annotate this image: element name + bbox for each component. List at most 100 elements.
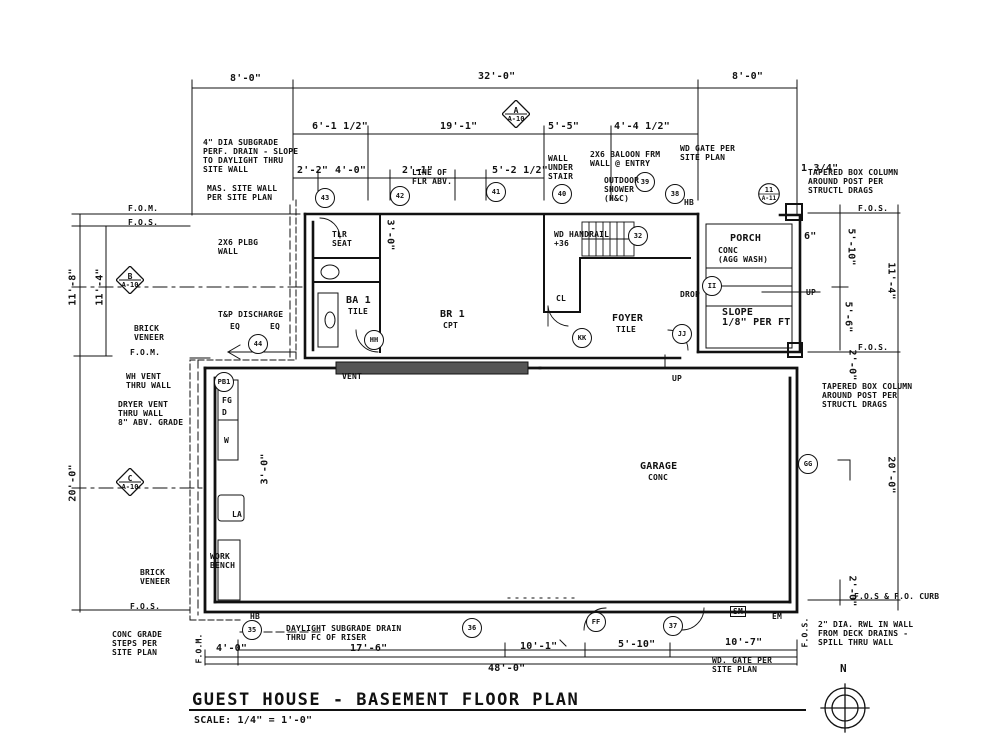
note-em: EM <box>772 612 783 621</box>
note-up-2: UP <box>672 374 683 383</box>
dim-right-6: 6" <box>804 231 817 242</box>
note-vent: VENT <box>342 372 363 381</box>
note-brick-veneer-bot: BRICK VENEER <box>140 568 171 586</box>
dim-left-20: 20'-0" <box>67 464 79 502</box>
note-fos-curb: F.O.S & F.O. CURB <box>854 592 940 601</box>
section-c-sheet: A-10 <box>121 483 139 491</box>
note-mas-wall: MAS. SITE WALL PER SITE PLAN <box>207 184 278 202</box>
dim-seg-g: 2'-1" <box>402 165 434 176</box>
section-b-sheet: A-10 <box>121 281 139 289</box>
dim-top-left: 8'-0" <box>230 73 262 84</box>
note-drop: DROP <box>680 290 701 299</box>
drawing-scale: SCALE: 1/4" = 1'-0" <box>194 715 313 726</box>
dim-seg-h: 5'-2 1/2" <box>492 165 548 176</box>
note-fom-bot: F.O.M. <box>194 633 204 664</box>
section-11-sheet: A-11 <box>761 195 777 202</box>
note-wh-vent: WH VENT THRU WALL <box>126 372 172 390</box>
tag-37: 37 <box>663 616 683 636</box>
column-top <box>785 203 803 221</box>
dim-bot-4-0: 4'-0" <box>216 643 248 654</box>
room-garage-finish: CONC <box>648 473 669 482</box>
reference-lines <box>71 212 901 611</box>
note-fos-top: F.O.S. <box>128 218 159 227</box>
room-porch-finish: CONC (AGG WASH) <box>718 246 769 264</box>
tag-32: 32 <box>628 226 648 246</box>
note-fom-top: F.O.M. <box>128 204 159 213</box>
note-tlr-seat: TLR SEAT <box>332 230 353 248</box>
note-wd-handrail: WD HANDRAIL +36 <box>554 230 610 248</box>
note-sm: SM <box>730 606 747 617</box>
section-marker-b: B A-10 <box>116 266 144 294</box>
note-brick-veneer-top: BRICK VENEER <box>134 324 165 342</box>
bottom-dimension-lines <box>204 639 798 666</box>
note-cl: CL <box>556 294 567 303</box>
dim-seg-f: 4'-0" <box>335 165 367 176</box>
room-foyer: FOYER <box>612 313 644 324</box>
dim-seg-b: 19'-1" <box>440 121 478 132</box>
right-dimension-lines <box>831 204 899 611</box>
dim-bot-10-7: 10'-7" <box>725 637 763 648</box>
note-fos-right-mid: F.O.S. <box>858 343 889 352</box>
misc-marks <box>507 597 746 651</box>
dim-top-center: 32'-0" <box>478 71 516 82</box>
arrows <box>227 291 851 481</box>
dim-bot-48: 48'-0" <box>488 663 526 674</box>
dim-bot-17-6: 17'-6" <box>350 643 388 654</box>
note-daylight-drain: DAYLIGHT SUBGRADE DRAIN THRU FC OF RISER <box>286 624 402 642</box>
note-wall-under-stair: WALL UNDER STAIR <box>548 154 574 181</box>
tag-gg: GG <box>798 454 818 474</box>
tag-ff: FF <box>586 612 606 632</box>
section-a-sheet: A-10 <box>507 115 525 123</box>
north-arrow-graphic <box>820 683 870 733</box>
tag-35: 35 <box>242 620 262 640</box>
tag-38: 38 <box>665 184 685 204</box>
door-swings <box>319 217 705 631</box>
left-dimension-lines <box>73 213 113 613</box>
dim-right-2-0b: 2'-0" <box>846 575 858 607</box>
section-a-letter: A <box>513 106 519 115</box>
beam-hatch <box>335 361 529 375</box>
note-work-bench: WORK BENCH <box>210 552 236 570</box>
note-w: W <box>224 436 230 445</box>
dim-right-20: 20'-0" <box>885 456 897 494</box>
column-mid <box>787 342 803 358</box>
note-hb-bot: HB <box>250 612 261 621</box>
room-foyer-finish: TILE <box>616 325 637 334</box>
note-outdoor-shower: OUTDOOR SHOWER (H&C) <box>604 176 640 203</box>
room-ba1: BA 1 <box>346 295 371 306</box>
room-ba1-finish: TILE <box>348 307 369 316</box>
dim-top-right: 8'-0" <box>732 71 764 82</box>
room-br1-finish: CPT <box>443 321 459 330</box>
note-dryer-vent: DRYER VENT THRU WALL 8" ABV. GRADE <box>118 400 184 427</box>
note-tapered-top: TAPERED BOX COLUMN AROUND POST PER STRUC… <box>808 168 899 195</box>
section-b-letter: B <box>127 272 133 281</box>
dim-right-5-10: 5'-10" <box>845 228 857 266</box>
tag-42: 42 <box>390 186 410 206</box>
room-garage: GARAGE <box>640 461 678 472</box>
note-plbg-wall: 2X6 PLBG WALL <box>218 238 259 256</box>
upper-walls <box>303 212 802 360</box>
tag-40: 40 <box>552 184 572 204</box>
note-wd-gate-top: WD GATE PER SITE PLAN <box>680 144 736 162</box>
dim-right-11-4: 11'-4" <box>885 262 897 300</box>
dim-wall-3-0: 3'-0" <box>384 219 396 251</box>
dim-seg-c: 5'-5" <box>548 121 580 132</box>
drawing-title: GUEST HOUSE - BASEMENT FLOOR PLAN <box>192 690 580 710</box>
section-marker-c: C A-10 <box>116 468 144 496</box>
note-wd-gate-bot: WD. GATE PER SITE PLAN <box>712 656 773 674</box>
north-label: N <box>840 662 847 675</box>
dim-right-2-0: 2'-0" <box>846 349 858 381</box>
note-hb-top: HB <box>684 198 695 207</box>
tag-pb1: PB1 <box>214 372 234 392</box>
garage-walls <box>203 366 799 614</box>
tag-44: 44 <box>248 334 268 354</box>
note-tapered-mid: TAPERED BOX COLUMN AROUND POST PER STRUC… <box>822 382 913 409</box>
tag-jj: JJ <box>672 324 692 344</box>
note-fos-bot: F.O.S. <box>800 617 810 648</box>
note-d: D <box>222 408 228 417</box>
section-marker-a: A A-10 <box>502 100 530 128</box>
note-baloon: 2X6 BALOON FRM WALL @ ENTRY <box>590 150 661 168</box>
tag-hh: HH <box>364 330 384 350</box>
section-marker-11: 11 A-11 <box>757 182 781 206</box>
